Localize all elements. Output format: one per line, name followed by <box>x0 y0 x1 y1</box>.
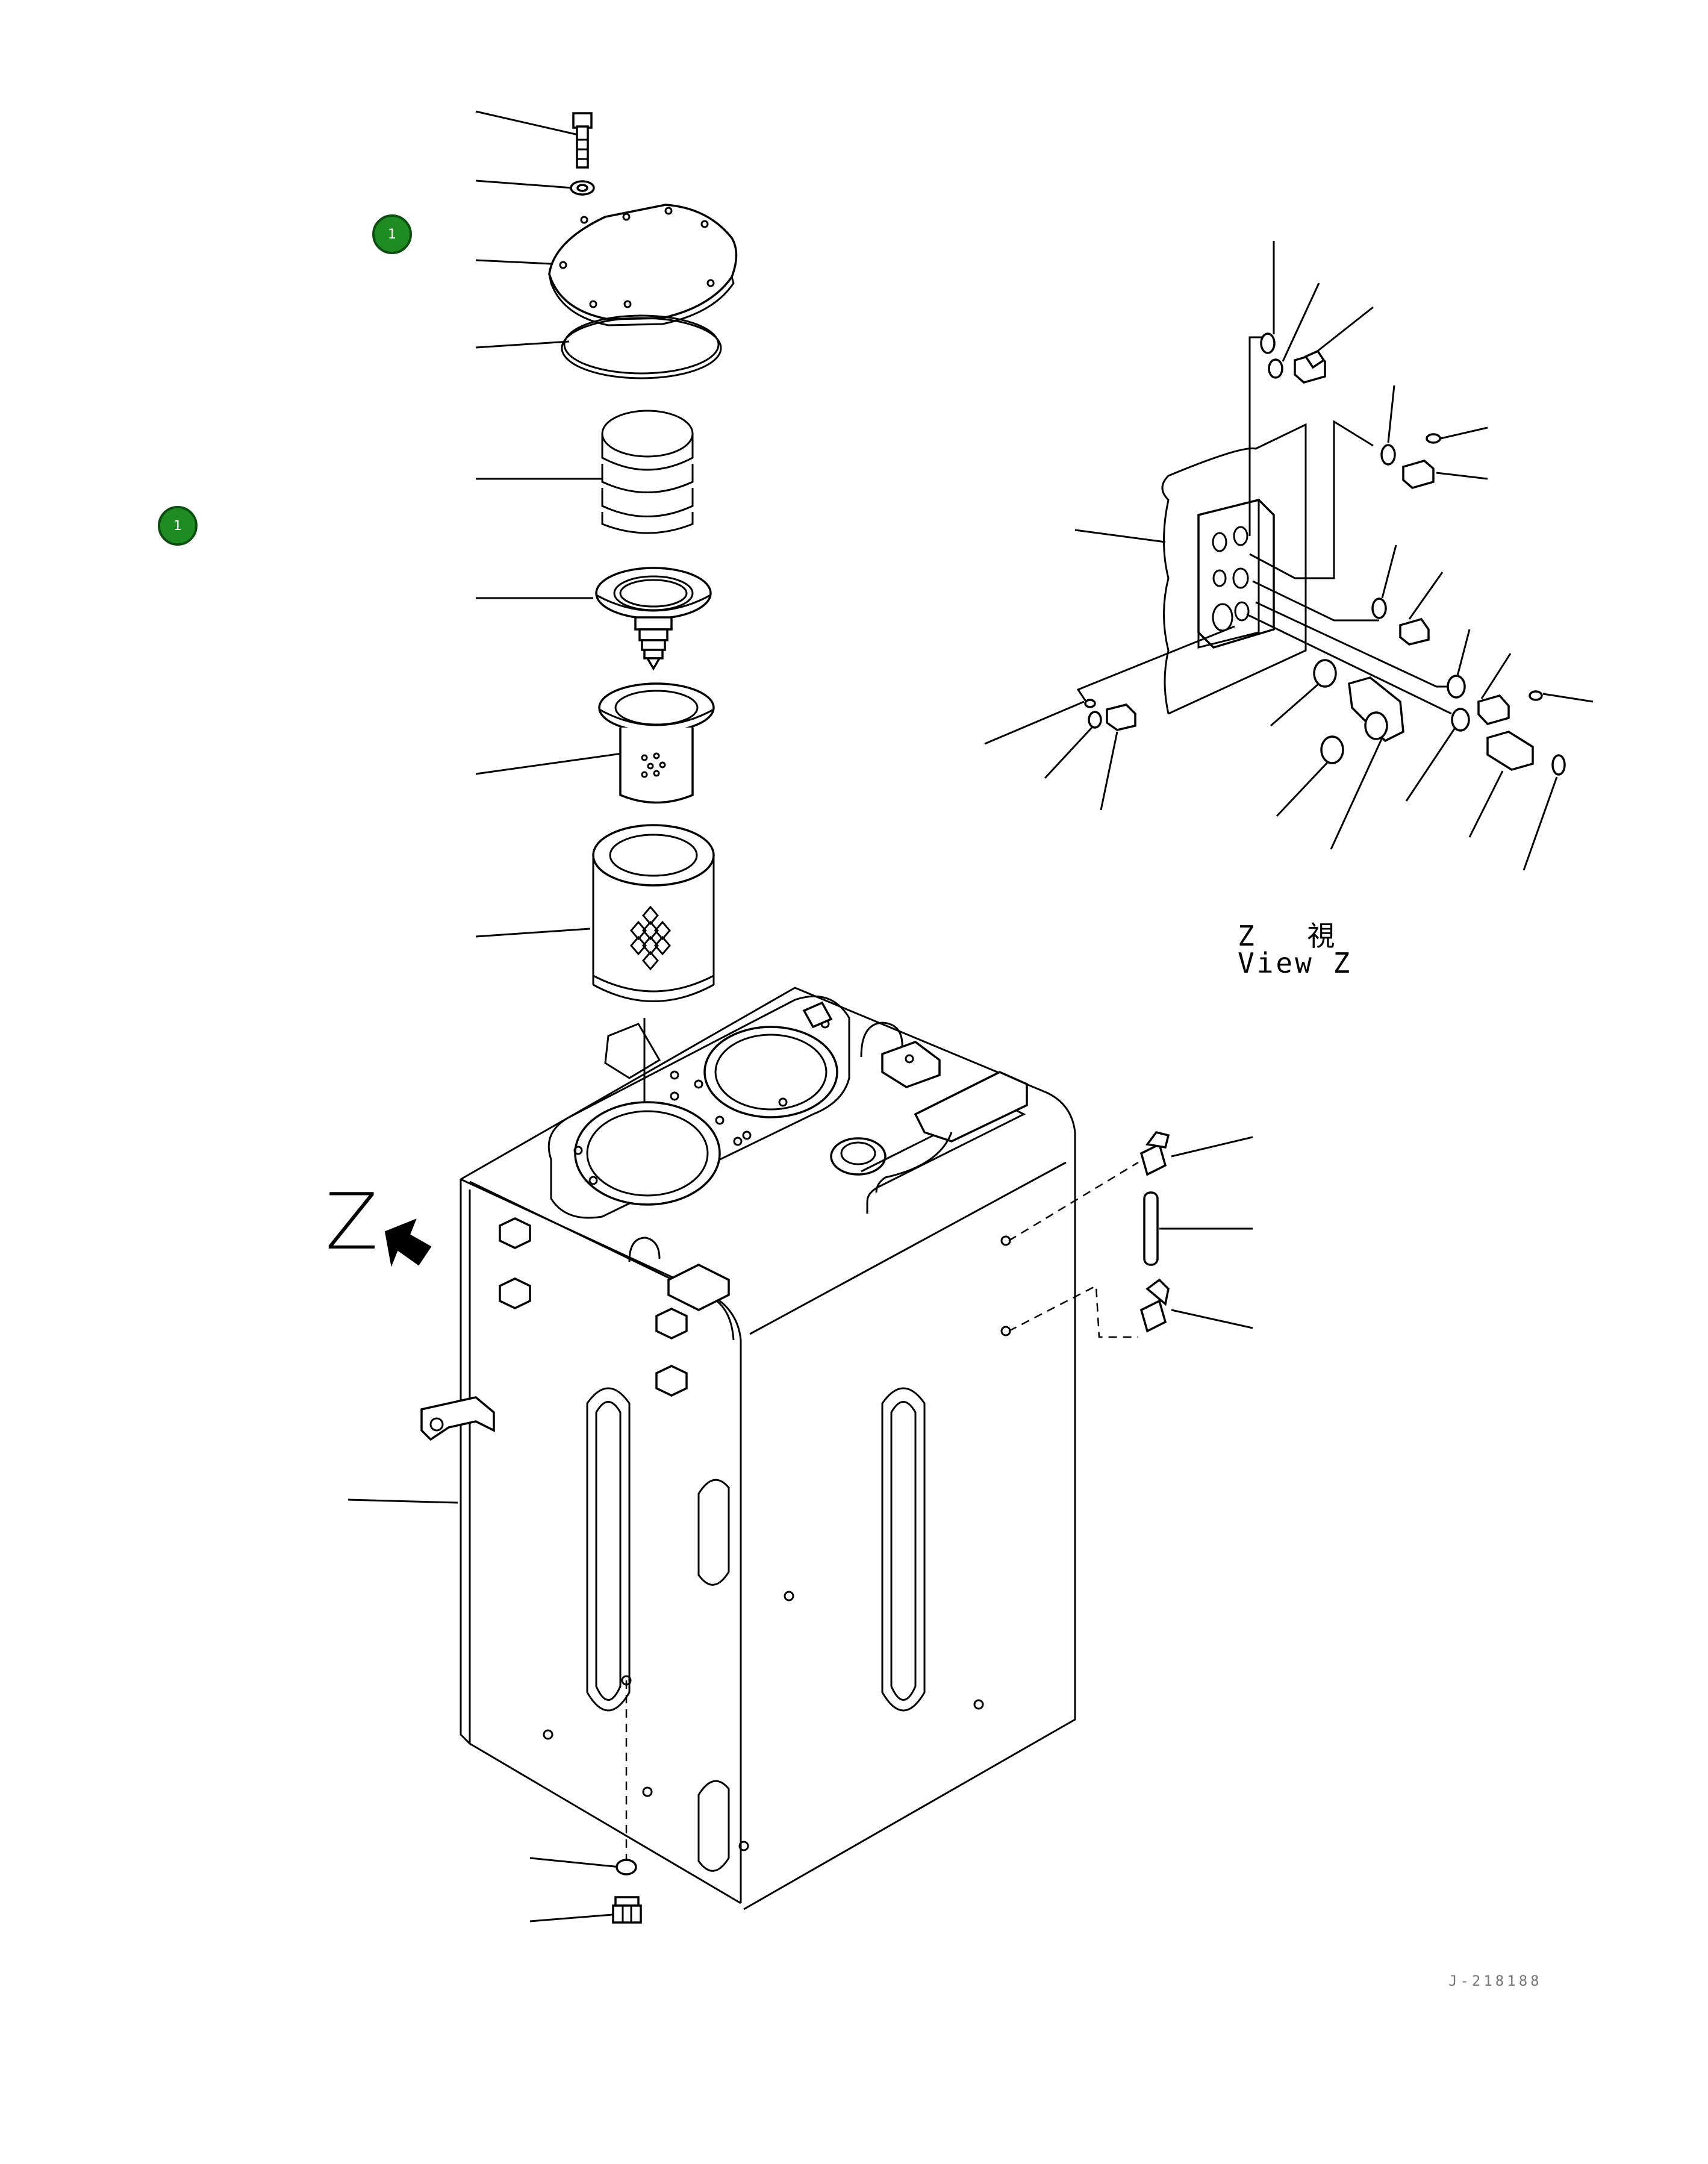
drain-plug <box>612 1896 642 1924</box>
document-id: J-218188 <box>1448 1972 1542 1989</box>
fitting-line-1 <box>1008 1161 1139 1242</box>
view-label-japanese: Z 視 <box>1238 920 1353 952</box>
leader-lines-left <box>348 110 627 1922</box>
leader-right-3 <box>1171 1309 1253 1329</box>
bolt <box>572 112 593 169</box>
callout-badge-1[interactable]: 1 <box>372 214 412 254</box>
direction-label: Z <box>325 1177 378 1267</box>
tube <box>1143 1191 1159 1266</box>
hydraulic-tank <box>420 987 1076 1910</box>
arrow-icon <box>384 1218 432 1267</box>
filter-logo-icon <box>630 905 671 971</box>
spring <box>601 410 694 534</box>
view-z-detail <box>984 241 1594 871</box>
fitting-line-2 <box>1008 1285 1138 1338</box>
callout-badge-2[interactable]: 1 <box>158 506 198 546</box>
elbow-fitting-upper <box>1139 1131 1170 1176</box>
elbow-fitting-lower <box>1139 1278 1170 1333</box>
washer <box>570 180 595 196</box>
view-label-english: View Z <box>1238 947 1353 979</box>
valve-assembly <box>595 567 712 671</box>
filter-element <box>592 824 715 1002</box>
drain-seal <box>616 1859 637 1876</box>
strainer <box>598 682 715 804</box>
leader-right-1 <box>1171 1136 1253 1158</box>
o-ring <box>561 314 722 379</box>
cover-plate <box>548 204 738 326</box>
